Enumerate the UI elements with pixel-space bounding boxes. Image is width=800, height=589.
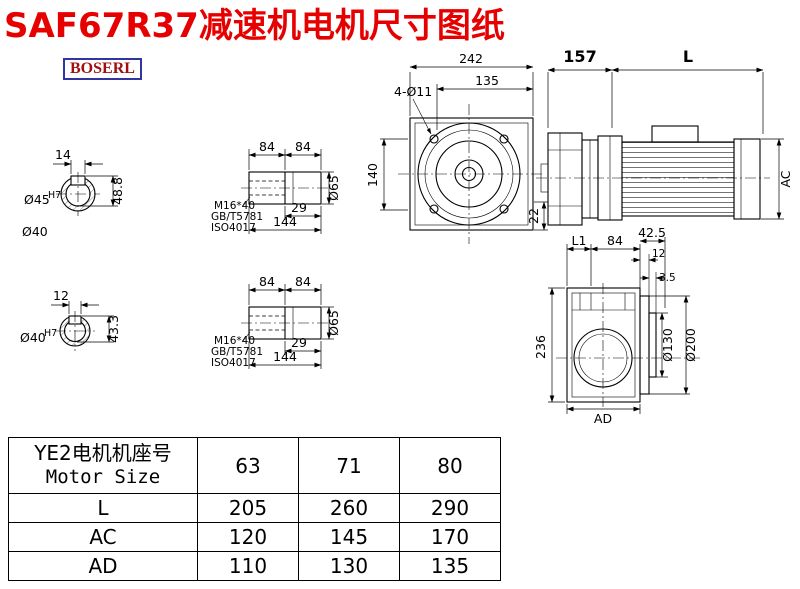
bolt-holes-label: 4-Ø11: [394, 84, 432, 99]
bore-d45-tolerance: H7: [48, 190, 61, 201]
shaft-side-view-top: 84 84 29 144 Ø65 M16*40 GB/T5781 ISO4017: [211, 139, 341, 234]
hollow-shaft-end-view-top: 14 Ø45 H7 Ø40 48.8: [22, 147, 125, 239]
dim-48-8-label: 48.8: [110, 177, 125, 205]
dim-157-label: 157: [563, 47, 596, 66]
dim-AD-label: AD: [594, 411, 612, 426]
dim-22-label: 22: [526, 208, 541, 224]
dim-L1-label: L1: [572, 233, 587, 248]
dim-84b-label: 84: [295, 139, 311, 154]
row-AD-value-63: 110: [197, 551, 299, 581]
row-AC-label: AC: [8, 522, 198, 552]
frame-size-71: 71: [298, 437, 400, 494]
hollow-shaft-end-view-bottom: 12 Ø40 H7 43.3: [20, 288, 121, 351]
flange-spigot-edge: [648, 312, 657, 378]
thread-label: M16*40: [214, 335, 255, 347]
dim-12-rear-label: 12: [652, 248, 665, 260]
table-row-AC: AC 120 145 170: [8, 522, 501, 552]
fan-cover: [733, 138, 761, 220]
motor-size-label-en: Motor Size: [45, 466, 161, 489]
bore-d45-label: Ø45: [24, 192, 50, 207]
bolt-hole: [429, 204, 439, 214]
dim-L-label: L: [683, 47, 693, 66]
dim-29-label: 29: [291, 200, 307, 215]
motor-size-table: YE2电机机座号 Motor Size 63 71 80 L 205 260 2…: [8, 437, 501, 581]
bolt-hole: [499, 204, 509, 214]
bolt-hole: [429, 134, 439, 144]
bolt-hole: [499, 134, 509, 144]
dim-65-label: Ø65: [326, 175, 341, 201]
dim-42-5-label: 42.5: [638, 225, 666, 240]
dim-84a-label: 84: [259, 139, 275, 154]
output-flange-edge: [639, 295, 650, 395]
dim-14-label: 14: [55, 147, 71, 162]
boserl-logo-text: BOSERL: [70, 60, 135, 77]
dim-29-label: 29: [291, 335, 307, 350]
motor-size-label-cn: YE2电机机座号: [34, 441, 172, 466]
table-row-AD: AD 110 130 135: [8, 551, 501, 581]
dim-84-rear-label: 84: [607, 233, 623, 248]
dim-84a-label: 84: [259, 274, 275, 289]
row-AC-value-80: 170: [399, 522, 501, 552]
row-L-value-63: 205: [197, 493, 299, 523]
motor-size-header-cell: YE2电机机座号 Motor Size: [8, 437, 198, 494]
shaft-side-view-bottom: 84 84 29 144 Ø65 M16*40 GB/T5781 ISO4017: [211, 274, 341, 369]
dim-200-label: Ø200: [683, 328, 698, 362]
standard-gb-label: GB/T5781: [211, 346, 263, 358]
dim-140-label: 140: [365, 163, 380, 187]
thread-label: M16*40: [214, 200, 255, 212]
row-L-label: L: [8, 493, 198, 523]
row-AD-value-80: 135: [399, 551, 501, 581]
label-d40: Ø40: [22, 224, 48, 239]
terminal-box: [651, 125, 699, 143]
dim-135-label: 135: [475, 73, 499, 88]
bore-d40-tolerance: H7: [44, 328, 57, 339]
boserl-logo: BOSERL: [63, 58, 142, 80]
gearbox-front-view: 242 135 4-Ø11 140 22: [365, 51, 548, 244]
frame-size-63: 63: [197, 437, 299, 494]
page-title: SAF67R37减速机电机尺寸图纸: [4, 6, 505, 46]
dim-144-label: 144: [273, 349, 297, 364]
dim-43-3-label: 43.3: [106, 315, 121, 343]
dim-3-5-label: 3.5: [659, 272, 676, 284]
dim-236-label: 236: [533, 335, 548, 359]
gearbox-rear-view: L1 84 42.5 12 3.5 236: [533, 225, 700, 426]
dim-242-label: 242: [459, 51, 483, 66]
row-AD-label: AD: [8, 551, 198, 581]
dim-130-label: Ø130: [660, 328, 675, 362]
row-AD-value-71: 130: [298, 551, 400, 581]
table-row-header: YE2电机机座号 Motor Size 63 71 80: [8, 437, 501, 494]
dim-AC-label: AC: [778, 170, 793, 187]
bore-d40-label: Ø40: [20, 330, 46, 345]
dim-84b-label: 84: [295, 274, 311, 289]
row-L-value-80: 290: [399, 493, 501, 523]
dim-144-label: 144: [273, 214, 297, 229]
standard-iso-label: ISO4017: [211, 222, 256, 234]
frame-size-80: 80: [399, 437, 501, 494]
standard-iso-label: ISO4017: [211, 357, 256, 369]
row-AC-value-71: 145: [298, 522, 400, 552]
table-row-L: L 205 260 290: [8, 493, 501, 523]
dim-65-label: Ø65: [326, 310, 341, 336]
dim-12-label: 12: [53, 288, 69, 303]
motor-fins: [621, 141, 735, 217]
motor-side-view: 157 L AC: [536, 47, 793, 226]
row-AC-value-63: 120: [197, 522, 299, 552]
row-L-value-71: 260: [298, 493, 400, 523]
standard-gb-label: GB/T5781: [211, 211, 263, 223]
